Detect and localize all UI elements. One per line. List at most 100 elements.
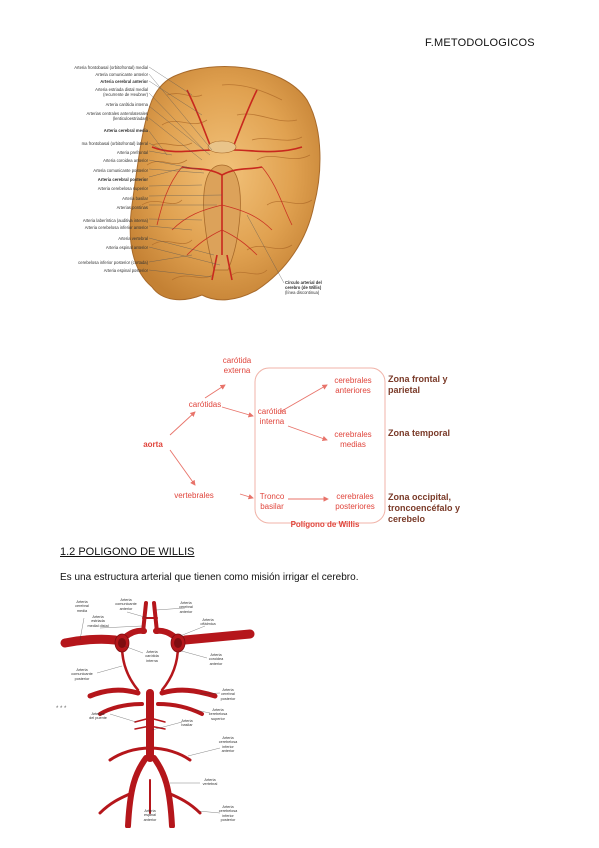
label-line: Arterias (91, 712, 105, 716)
brain-label: Arteria espinal anterior (105, 245, 148, 250)
willis-label-anterior-choroidal: Arteria coroidea anterior (198, 653, 234, 666)
label-line: posterior (220, 818, 236, 823)
flow-line: interna (259, 416, 285, 426)
willis-label-internal-carotid: Arteria carótida interna (132, 650, 172, 663)
label-line: cerebral (179, 605, 193, 610)
willis-label-anterior-inferior-cerebellar: Arteria cerebelosa inferior anterior (210, 736, 246, 754)
poligono-label: Polígono de Willis (290, 520, 360, 529)
brain-label: Arteria estriada distal medial (95, 87, 148, 92)
flow-cerebrales-posteriores: cerebrales posteriores (325, 492, 385, 511)
label-line: oftálmica (200, 622, 216, 627)
willis-label-ophthalmic: Arteria oftálmica (192, 618, 224, 627)
label-line: Arteria (181, 719, 193, 723)
flow-tronco-basilar: Tronco basilar (254, 492, 290, 511)
brain-illustration: Arteria frontobasal (orbitofrontal) medi… (52, 55, 337, 305)
brain-label: Arterias pontinas (116, 205, 148, 210)
brain-label: ma frontobasal (orbitofrontal) lateral (81, 141, 148, 146)
brain-label: Arterias centrales anterolaterales (86, 111, 148, 116)
willis-label-distal-medial-striate: Arteria estriada medial distal (78, 615, 118, 628)
label-line: inferior (222, 744, 234, 749)
brain-label: Arteria prefrontal (116, 150, 148, 155)
label-line: carótida (145, 654, 159, 659)
label-line: espinal (143, 813, 157, 818)
willis-label-posterior-cerebral: Arteria cerebral posterior (210, 688, 246, 701)
brain-label: Arteria basilar (122, 196, 148, 201)
label-line: inferior (222, 813, 234, 818)
willis-label-superior-cerebellar: Arteria cerebelosa superior (200, 708, 236, 721)
zone-line: parietal (388, 385, 421, 395)
flow-line: anteriores (335, 385, 371, 395)
flow-carotidas: carótidas (188, 400, 222, 409)
margin-marks: * * * (56, 706, 67, 712)
zone-line: cerebelo (388, 514, 426, 524)
label-line: basilar (181, 723, 193, 728)
label-line: cerebral (75, 604, 89, 609)
caption-line: cerebro (de Willis) (285, 285, 322, 290)
label-line: Arteria (146, 650, 158, 654)
brain-label: (lenticuloestriadas) (112, 116, 148, 121)
label-line: cerebelosa (218, 809, 238, 814)
brain-label: Arteria comunicante posterior (93, 168, 148, 173)
flow-line: cerebrales (334, 376, 372, 385)
brain-label: cerebelosa inferior posterior (cortada) (78, 260, 148, 265)
poligono-box (254, 367, 386, 524)
label-line: vertebral (202, 782, 218, 787)
flow-cerebrales-medias: cerebrales medias (325, 430, 381, 449)
label-line: media (76, 608, 88, 613)
willis-label-basilar: Arteria basilar (172, 719, 202, 728)
label-line: Arteria (222, 688, 234, 692)
label-line: Arteria (92, 615, 104, 619)
flow-cerebrales-anteriores: cerebrales anteriores (325, 376, 381, 395)
willis-label-vertebral: Arteria vertebral (192, 778, 228, 787)
brain-label: Arteria cerebral media (103, 128, 148, 133)
caption-line: (línea discontinua) (285, 290, 320, 295)
flow-line: cerebrales (334, 430, 372, 439)
label-line: anterior (221, 749, 235, 754)
brain-label: Arteria coroidea anterior (103, 158, 148, 163)
flow-line: basilar (260, 501, 284, 511)
label-line: Arteria (76, 600, 88, 604)
section-intro: Es una estructura arterial que tienen co… (60, 572, 359, 583)
zone-line: troncoencéfalo y (388, 503, 461, 513)
flow-line: carótida (257, 407, 287, 416)
flow-line: externa (223, 365, 251, 375)
label-line: cerebelosa (208, 712, 228, 717)
label-line: posterior (74, 676, 90, 681)
flow-carotida-externa: carótida externa (212, 356, 262, 375)
zone-line: Zona temporal (388, 428, 451, 438)
brain-label: Arteria cerebelosa superior (97, 186, 148, 191)
label-line: interna (146, 658, 158, 663)
brain-label: Arteria frontobasal (orbitofrontal) medi… (74, 65, 148, 70)
label-line: cerebral (221, 692, 235, 697)
flow-vertebrales: vertebrales (174, 491, 214, 500)
willis-label-pontine: Arterias del puente (80, 712, 116, 721)
willis-drawing (60, 601, 255, 828)
willis-label-posterior-communicating: Arteria comunicante posterior (62, 668, 102, 681)
flow-line: Tronco (259, 492, 285, 501)
flow-line: medias (340, 439, 366, 449)
arterial-flow-diagram: aorta carótidas vertebrales carótida ext… (130, 350, 490, 540)
label-line: medial distal (87, 623, 109, 628)
label-line: Arteria (210, 653, 222, 657)
brain-drawing (129, 66, 321, 301)
zone-temporal: Zona temporal (388, 428, 450, 439)
label-line: Arteria (222, 805, 234, 809)
brain-label: Arteria vertebral (118, 236, 148, 241)
label-line: Arteria (76, 668, 88, 672)
label-line: Arteria (204, 778, 216, 782)
label-line: posterior (220, 696, 236, 701)
willis-label-anterior-spinal: Arteria espinal anterior (134, 809, 166, 822)
flow-line: cerebrales (336, 492, 374, 501)
label-line: anterior (143, 817, 157, 822)
label-line: anterior (119, 606, 133, 611)
flow-aorta: aorta (143, 440, 163, 449)
brain-label: Arteria comunicante anterior (95, 72, 148, 77)
zone-line: Zona frontal y (388, 374, 448, 384)
willis-label-anterior-cerebral: Arteria cerebral anterior (168, 601, 204, 614)
willis-circle-caption: Círculo arterial del cerebro (de Willis)… (285, 280, 322, 295)
zone-occipital: Zona occipital, troncoencéfalo y cerebel… (388, 492, 460, 525)
label-line: Arteria (180, 601, 192, 605)
willis-label-anterior-communicating: Arteria comunicante anterior (106, 598, 146, 611)
zone-frontal: Zona frontal y parietal (388, 374, 448, 396)
label-line: comunicante (115, 602, 137, 607)
